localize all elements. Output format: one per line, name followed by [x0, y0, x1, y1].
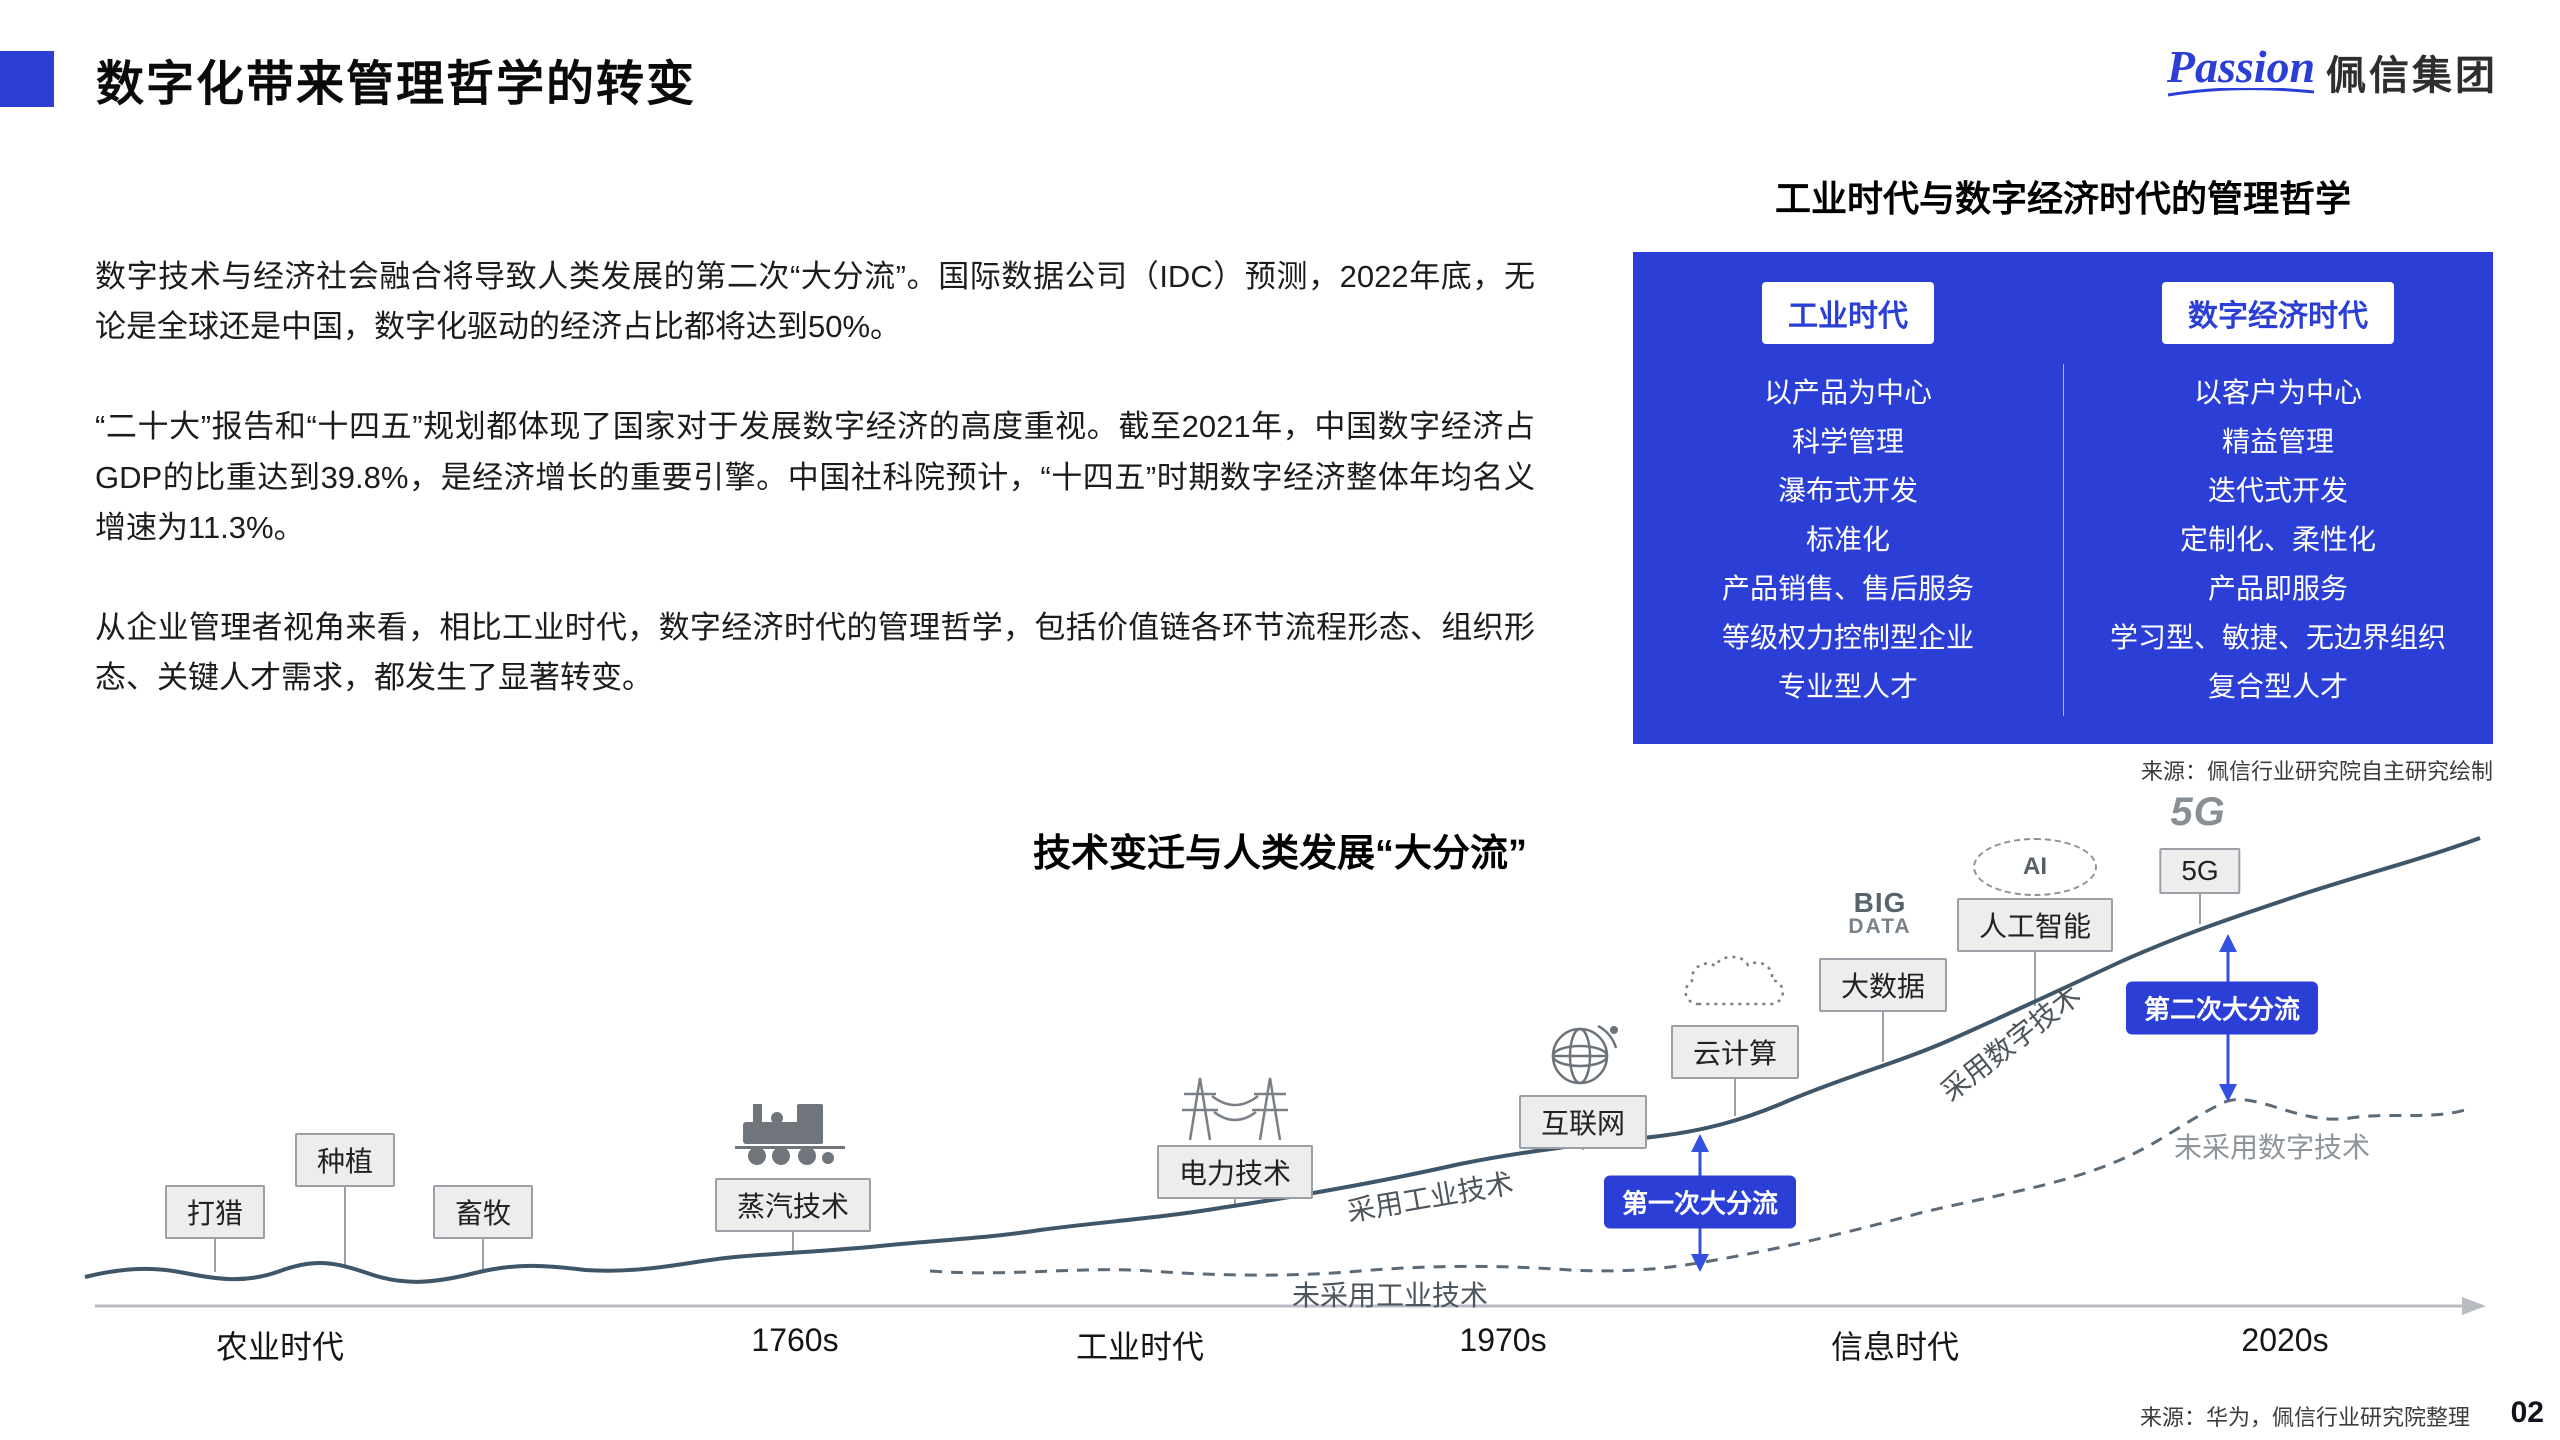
intro-paragraph-2: “二十大”报告和“十四五”规划都体现了国家对于发展数字经济的高度重视。截至202…: [95, 409, 1535, 545]
comparison-column-industrial: 工业时代 以产品为中心 科学管理 瀑布式开发 标准化 产品销售、售后服务 等级权…: [1633, 252, 2063, 744]
chart-source: 来源：华为，佩信行业研究院整理: [2139, 1405, 2470, 1430]
5g-icon: 5G: [2170, 790, 2225, 835]
second-divergence-badge: 第二次大分流: [2125, 981, 2319, 1035]
milestone-planting: 种植: [294, 1133, 396, 1187]
comparison-item: 等级权力控制型企业: [1721, 622, 1974, 653]
comparison-item: 科学管理: [1791, 426, 1904, 457]
page-number: 02: [2510, 1396, 2544, 1429]
comparison-item: 以产品为中心: [1763, 377, 1932, 408]
comparison-item: 以客户为中心: [2193, 377, 2362, 408]
logo-passion-wordmark: Passion: [2166, 44, 2316, 98]
label-no-digital: 未采用数字技术: [2173, 1132, 2371, 1163]
curve-non-adopters: [929, 1098, 2466, 1277]
comparison-item: 产品销售、售后服务: [1721, 573, 1974, 604]
header: 数字化带来管理哲学的转变: [0, 44, 696, 114]
milestone-steam: 蒸汽技术: [714, 1178, 872, 1232]
logo-company-text: 佩信集团: [2326, 54, 2498, 98]
era-1760s: 1760s: [751, 1322, 839, 1358]
milestone-cloud: 云计算: [1670, 1025, 1800, 1079]
page-title: 数字化带来管理哲学的转变: [96, 58, 697, 111]
company-logo: Passion 佩信集团: [2166, 44, 2498, 99]
era-1970s: 1970s: [1459, 1322, 1547, 1358]
industrial-era-chip: 工业时代: [1762, 282, 1934, 344]
milestone-5g: 5G: [2159, 848, 2241, 894]
digital-era-chip: 数字经济时代: [2162, 282, 2394, 344]
comparison-divider: [2063, 364, 2064, 716]
comparison-columns: 工业时代 以产品为中心 科学管理 瀑布式开发 标准化 产品销售、售后服务 等级权…: [1633, 252, 2493, 744]
comparison-item: 瀑布式开发: [1777, 475, 1918, 506]
comparison-title: 工业时代与数字经济时代的管理哲学: [1774, 178, 2351, 219]
comparison-item: 迭代式开发: [2207, 475, 2348, 506]
power-grid-icon: [1160, 1068, 1310, 1147]
intro-text: 数字技术与经济社会融合将导致人类发展的第二次“大分流”。国际数据公司（IDC）预…: [95, 252, 1535, 754]
title-accent-square: [0, 51, 54, 107]
steam-engine-icon: [725, 1090, 855, 1175]
milestone-hunting: 打猎: [164, 1185, 266, 1239]
big-data-icon: BIG DATA: [1848, 887, 1912, 939]
label-no-industrial: 未采用工业技术: [1291, 1280, 1489, 1311]
digital-era-items: 以客户为中心 精益管理 迭代式开发 定制化、柔性化 产品即服务 学习型、敏捷、无…: [2110, 368, 2446, 711]
cloud-computing-icon: [1677, 952, 1793, 1021]
first-divergence-badge: 第一次大分流: [1603, 1175, 1797, 1229]
comparison-column-digital: 数字经济时代 以客户为中心 精益管理 迭代式开发 定制化、柔性化 产品即服务 学…: [2063, 252, 2493, 744]
milestone-internet: 互联网: [1518, 1095, 1648, 1149]
comparison-item: 专业型人才: [1777, 671, 1918, 702]
x-axis-line: [95, 1297, 2486, 1315]
logo-swoosh-icon: [2167, 88, 2315, 97]
5g-icon-text: 5G: [2170, 790, 2226, 834]
comparison-panel: 工业时代 以产品为中心 科学管理 瀑布式开发 标准化 产品销售、售后服务 等级权…: [1633, 252, 2493, 744]
internet-globe-icon: [1540, 1014, 1626, 1097]
comparison-item: 定制化、柔性化: [2179, 524, 2376, 555]
milestone-electricity: 电力技术: [1156, 1145, 1314, 1199]
milestone-ai: 人工智能: [1956, 898, 2114, 952]
chart-title: 技术变迁与人类发展“大分流”: [1032, 833, 1527, 875]
era-information: 信息时代: [1830, 1329, 1960, 1365]
intro-paragraph-3: 从企业管理者视角来看，相比工业时代，数字经济时代的管理哲学，包括价值链各环节流程…: [95, 610, 1535, 696]
era-agricultural: 农业时代: [215, 1329, 345, 1365]
logo-passion-text: Passion: [2166, 41, 2316, 92]
milestone-bigdata: 大数据: [1818, 958, 1948, 1012]
era-2020s: 2020s: [2241, 1322, 2329, 1358]
industrial-era-items: 以产品为中心 科学管理 瀑布式开发 标准化 产品销售、售后服务 等级权力控制型企…: [1722, 368, 1974, 711]
comparison-item: 产品即服务: [2207, 573, 2348, 604]
curve-adopters: [84, 836, 2481, 1284]
era-industrial: 工业时代: [1075, 1329, 1205, 1365]
ai-icon: AI: [1973, 838, 2097, 896]
big-data-icon-text-1: BIG: [1853, 887, 1907, 918]
ai-icon-text: AI: [2023, 853, 2047, 880]
milestone-husbandry: 畜牧: [432, 1185, 534, 1239]
comparison-item: 标准化: [1805, 524, 1890, 555]
comparison-item: 精益管理: [2221, 426, 2334, 457]
comparison-item: 学习型、敏捷、无边界组织: [2109, 622, 2446, 653]
comparison-item: 复合型人才: [2207, 671, 2348, 702]
intro-paragraph-1: 数字技术与经济社会融合将导致人类发展的第二次“大分流”。国际数据公司（IDC）预…: [95, 259, 1535, 345]
big-data-icon-text-2: DATA: [1848, 915, 1912, 939]
comparison-source: 来源：佩信行业研究院自主研究绘制: [2140, 759, 2493, 784]
